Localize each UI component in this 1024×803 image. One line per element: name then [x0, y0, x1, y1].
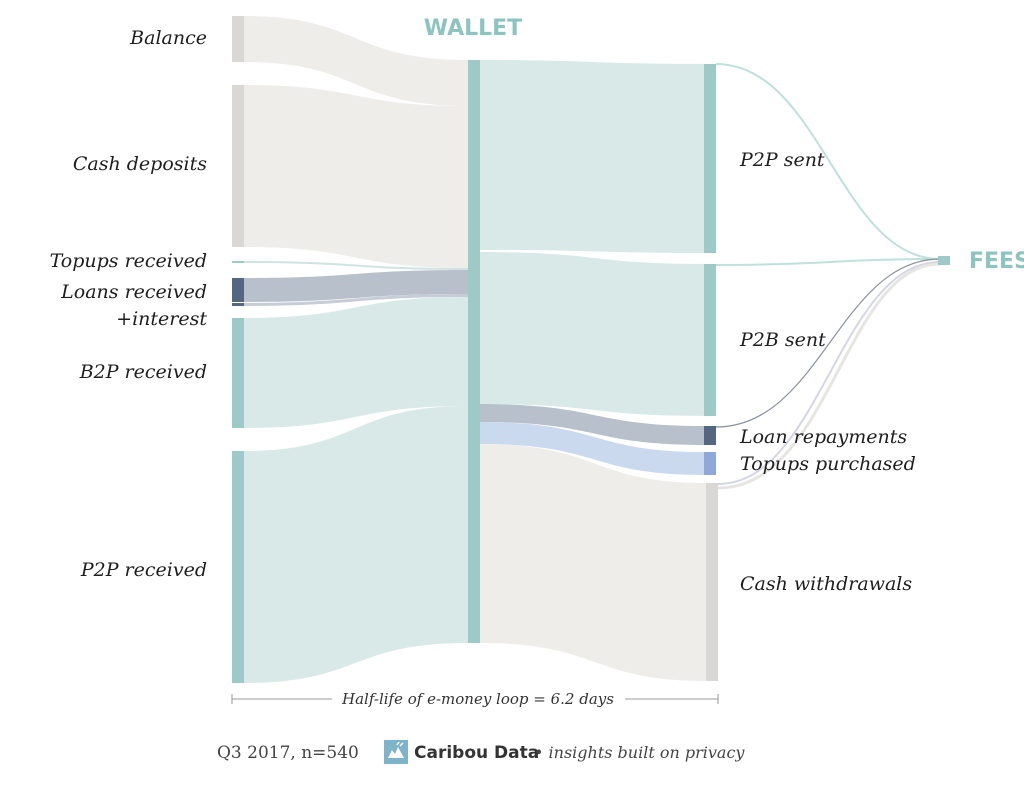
node-cash-withdrawals	[706, 483, 718, 681]
footer-period: Q3 2017, n=540	[217, 743, 359, 763]
source-nodes	[232, 16, 244, 683]
node-interest	[232, 303, 244, 306]
fee-curves	[715, 63, 941, 490]
node-b2p-received	[232, 318, 244, 428]
fee-curve-cash	[717, 262, 941, 490]
caribou-logo-icon	[384, 740, 408, 764]
label-loan-repayments: Loan repayments	[739, 426, 907, 448]
flow-p2p-received	[244, 406, 468, 683]
node-balance	[232, 16, 244, 62]
flow-topups-purchased	[480, 422, 704, 475]
label-p2b-sent: P2B sent	[739, 329, 826, 351]
flow-p2b-sent	[480, 252, 704, 416]
flow-interest	[244, 294, 468, 306]
node-p2p-received	[232, 451, 244, 683]
label-balance: Balance	[129, 27, 207, 49]
node-fees	[938, 256, 950, 265]
outflows	[480, 60, 706, 681]
flow-loans-received	[244, 270, 468, 302]
half-life-bracket	[231, 694, 719, 704]
fee-curve-p2b	[715, 258, 941, 266]
label-topups-purchased: Topups purchased	[740, 453, 916, 475]
inflows	[244, 16, 468, 683]
flow-b2p-received	[244, 297, 468, 428]
half-life-annotation: Half-life of e-money loop = 6.2 days	[341, 690, 614, 708]
label-cash-withdrawals: Cash withdrawals	[740, 573, 912, 595]
flow-cash-deposits	[244, 85, 468, 268]
node-loan-repayments	[704, 426, 716, 445]
flow-balance	[244, 16, 468, 106]
flow-cash-withdrawals	[480, 444, 706, 681]
label-p2p-received: P2P received	[80, 559, 207, 581]
flow-p2p-sent	[480, 60, 704, 253]
fee-curve-topups	[717, 261, 941, 485]
fees-label: FEES	[969, 249, 1024, 274]
node-topups-received	[232, 261, 244, 263]
label-loans-received: Loans received	[60, 281, 207, 303]
label-topups-received: Topups received	[50, 250, 207, 272]
node-wallet	[468, 60, 480, 643]
destination-nodes	[704, 64, 718, 681]
flow-loan-repayments	[480, 404, 704, 445]
footer-brand: Caribou Data	[414, 743, 539, 763]
label-p2p-sent: P2P sent	[739, 149, 825, 171]
footer-tagline: • insights built on privacy	[534, 743, 745, 762]
wallet-title: WALLET	[424, 16, 522, 41]
node-topups-purchased	[704, 452, 716, 475]
label-interest: +interest	[116, 308, 207, 330]
node-loans-received	[232, 278, 244, 302]
node-cash-deposits	[232, 85, 244, 247]
node-p2b-sent	[704, 264, 716, 416]
fee-curve-loan	[715, 258, 941, 428]
label-b2p-received: B2P received	[79, 361, 207, 383]
node-p2p-sent	[704, 64, 716, 253]
label-cash-deposits: Cash deposits	[73, 153, 207, 175]
fee-curve-p2p	[715, 63, 941, 260]
flow-topups-received	[244, 261, 468, 270]
